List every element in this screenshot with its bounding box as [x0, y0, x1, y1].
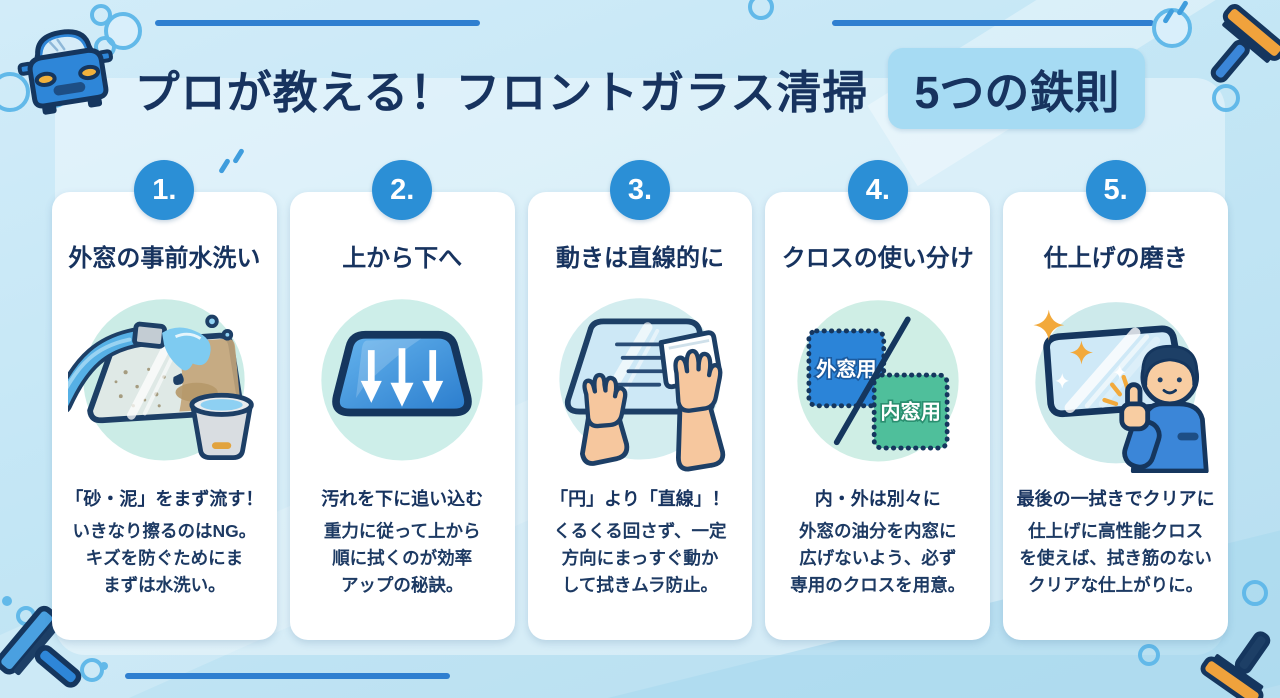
svg-text:内窓用: 内窓用 — [880, 399, 940, 423]
card-subtitle: 最後の一拭きでクリアに — [1016, 489, 1215, 509]
tip-card-3: 3. 動きは直線的に 「円」より「直線」！ — [527, 160, 753, 640]
card-title: 外窓の事前水洗い — [68, 245, 261, 272]
car-icon — [17, 29, 114, 115]
accent-line-bottom-left — [125, 673, 450, 679]
svg-text:外窓用: 外窓用 — [816, 357, 876, 381]
pre-rinse-illustration — [68, 299, 255, 461]
card-subtitle: 「円」より「直線」！ — [550, 489, 730, 509]
card-subtitle: 内・外は別々に — [814, 489, 941, 509]
card-subtitle: 汚れを下に追い込む — [321, 489, 484, 509]
accent-line-top-right — [832, 20, 1154, 26]
step-number-badge: 1. — [134, 160, 195, 220]
tip-card-5: 5. 仕上げの磨き — [1003, 160, 1228, 640]
card-body: 外窓の油分を内窓に 広げないよう、必ず 専用のクロスを用意。 — [790, 521, 966, 596]
card-title: 仕上げの磨き — [1043, 245, 1188, 272]
card-body: 仕上げに高性能クロス を使えば、拭き筋のない クリアな仕上がりに。 — [1019, 521, 1212, 596]
outer-window-cloth: 外窓用 — [806, 328, 886, 409]
card-body: いきなり擦るのはNG。 キズを防ぐためにま まずは水洗い。 — [72, 521, 257, 596]
bubble-decoration — [748, 0, 774, 20]
header: プロが教える！フロントガラス清掃 5つの鉄則 — [0, 48, 1280, 129]
bubble-decoration — [0, 72, 30, 112]
top-to-bottom-arrows-illustration — [321, 299, 483, 461]
tip-card-2: 2. 上から下へ 汚れを下に追い込む 重力に従って上から — [289, 160, 515, 640]
bubble-decoration — [2, 596, 12, 606]
bubble-decoration — [1212, 84, 1240, 112]
finishing-polish-illustration — [1033, 302, 1209, 473]
straight-wipe-illustration — [559, 298, 726, 472]
rules-count-badge: 5つの鉄則 — [888, 48, 1146, 129]
card-title: クロスの使い分け — [781, 245, 974, 272]
squeegee-icon — [1210, 4, 1280, 83]
page-title: プロが教える！フロントガラス清掃 — [134, 67, 869, 118]
card-body: 重力に従って上から 順に拭くのが効率 アップの秘訣。 — [323, 521, 481, 596]
card-title: 上から下へ — [342, 245, 463, 272]
squeegee-icon — [1200, 631, 1271, 698]
card-body: くるくる回さず、一定 方向にまっすぐ動か して拭きムラ防止。 — [553, 521, 727, 596]
thumbs-up-person — [1118, 344, 1209, 473]
inner-window-cloth: 内窓用 — [871, 372, 950, 451]
bubble-decoration — [100, 662, 108, 670]
tip-card-4: 4. クロスの使い分け 外窓用 内窓用 内・外は別々に 外窓の油分を内窓に — [765, 160, 991, 640]
bubble-decoration — [1138, 644, 1160, 666]
step-number-badge: 3. — [609, 160, 670, 220]
squeegee-icon — [0, 605, 82, 688]
bubble-decoration — [1242, 580, 1268, 606]
step-number-badge: 4. — [847, 160, 908, 220]
step-number-badge: 2. — [372, 160, 433, 220]
step-number-badge: 5. — [1085, 160, 1146, 220]
tips-row: 1. 外窓の事前水洗い — [52, 160, 1228, 640]
card-subtitle: 「砂・泥」をまず流す！ — [65, 489, 264, 509]
card-title: 動きは直線的に — [555, 245, 724, 272]
tip-card-1: 1. 外窓の事前水洗い — [52, 160, 277, 640]
accent-line-top-left — [155, 20, 480, 26]
bubble-decoration — [80, 658, 104, 682]
cloth-separation-illustration: 外窓用 内窓用 — [797, 300, 959, 462]
bubble-decoration — [90, 4, 112, 26]
